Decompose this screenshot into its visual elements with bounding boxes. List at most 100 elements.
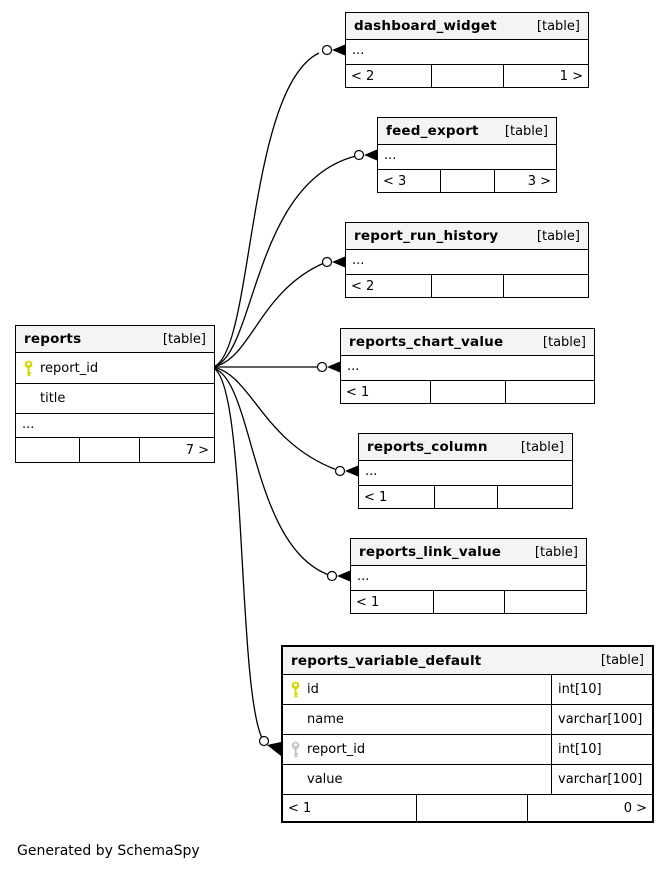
- table-header[interactable]: feed_export [table]: [378, 118, 556, 145]
- edge-reports-feed_export: [212, 155, 357, 368]
- table-header[interactable]: reports [table]: [16, 326, 214, 353]
- stat-children: < 1: [364, 489, 388, 505]
- generator-credit: Generated by SchemaSpy: [17, 843, 200, 859]
- table-stats-row: < 1 0 >: [283, 795, 652, 821]
- table-reports_link_value[interactable]: reports_link_value [table] ... < 1: [350, 538, 587, 614]
- table-badge: [table]: [536, 18, 580, 34]
- crowfoot-icon: [337, 570, 350, 582]
- stat-parents: 0 >: [526, 795, 652, 821]
- columns-ellipsis-row: ...: [346, 40, 588, 65]
- stat-children: < 1: [288, 800, 312, 816]
- stat-parents: [505, 381, 594, 403]
- table-stats-row: 7 >: [16, 438, 214, 462]
- column-name: id: [307, 682, 319, 697]
- odot-icon: [321, 256, 333, 268]
- columns-ellipsis-row: ...: [351, 566, 586, 591]
- table-reports[interactable]: reports [table] report_id title ...: [15, 325, 215, 463]
- stat-children: < 1: [346, 384, 370, 400]
- table-feed_export[interactable]: feed_export [table] ... < 3 3 >: [377, 117, 557, 193]
- edge-reports-reports_variable_default: [212, 367, 263, 739]
- table-header[interactable]: report_run_history [table]: [346, 223, 588, 250]
- foreign-key-icon: [291, 741, 299, 758]
- table-header[interactable]: reports_column [table]: [359, 434, 572, 461]
- column-name: value: [307, 772, 343, 787]
- stat-parents: [503, 591, 586, 613]
- table-stats-row: < 1: [359, 486, 572, 508]
- table-stats-row: < 1: [341, 381, 594, 403]
- edge-reports-reports_link_value: [212, 367, 330, 576]
- stat-mid: [429, 381, 506, 403]
- stat-parents: [503, 275, 588, 297]
- stat-mid: [430, 65, 504, 87]
- stat-mid: [433, 591, 504, 613]
- stat-children: [16, 438, 79, 462]
- odot-icon: [321, 44, 333, 56]
- table-reports_chart_value[interactable]: reports_chart_value [table] ... < 1: [340, 328, 595, 404]
- crowfoot-icon: [332, 256, 345, 268]
- table-header[interactable]: reports_link_value [table]: [351, 539, 586, 566]
- odot-icon: [326, 570, 338, 582]
- stat-parents: 1 >: [503, 65, 588, 87]
- columns-ellipsis-row: ...: [378, 145, 556, 170]
- crowfoot-icon: [327, 361, 340, 373]
- table-name[interactable]: reports_column: [367, 439, 488, 455]
- table-dashboard_widget[interactable]: dashboard_widget [table] ... < 2 1 >: [345, 12, 589, 88]
- crowfoot-icon: [364, 149, 377, 161]
- table-name[interactable]: dashboard_widget: [354, 18, 497, 34]
- odot-icon: [316, 361, 328, 373]
- edge-reports-reports_column: [212, 366, 338, 471]
- table-name[interactable]: reports: [24, 331, 82, 347]
- column-name: report_id: [40, 360, 99, 376]
- table-report_run_history[interactable]: report_run_history [table] ... < 2: [345, 222, 589, 298]
- column-row-report_id[interactable]: report_id int[10]: [283, 735, 652, 765]
- odot-icon: [258, 735, 270, 747]
- stat-children: < 1: [356, 594, 380, 610]
- table-badge: [table]: [600, 653, 644, 668]
- stat-children: < 2: [351, 278, 375, 294]
- crowfoot-icon: [267, 742, 281, 756]
- column-row-report_id[interactable]: report_id: [16, 353, 214, 384]
- column-name: title: [40, 391, 66, 406]
- stat-mid: [433, 486, 498, 508]
- edge-reports-report_run_history: [212, 262, 325, 368]
- column-type: int[10]: [551, 735, 652, 764]
- table-header[interactable]: reports_variable_default [table]: [283, 647, 652, 675]
- crowfoot-icon: [332, 44, 345, 56]
- table-reports_column[interactable]: reports_column [table] ... < 1: [358, 433, 573, 509]
- table-stats-row: < 3 3 >: [378, 170, 556, 192]
- column-name: name: [307, 712, 344, 727]
- column-row-value[interactable]: value varchar[100]: [283, 765, 652, 795]
- column-row-title[interactable]: title: [16, 384, 214, 414]
- column-type: varchar[100]: [551, 705, 652, 734]
- odot-icon: [334, 465, 346, 477]
- stat-mid: [430, 275, 504, 297]
- column-type: int[10]: [551, 675, 652, 704]
- columns-ellipsis-row: ...: [16, 414, 214, 438]
- stat-parents: 7 >: [138, 438, 214, 462]
- table-name[interactable]: reports_chart_value: [349, 334, 504, 350]
- primary-key-icon: [291, 681, 299, 698]
- table-name[interactable]: feed_export: [386, 123, 479, 139]
- table-header[interactable]: reports_chart_value [table]: [341, 329, 594, 356]
- table-name[interactable]: report_run_history: [354, 228, 499, 244]
- table-stats-row: < 2: [346, 275, 588, 297]
- stat-mid: [415, 795, 527, 821]
- table-reports_variable_default[interactable]: reports_variable_default [table] id int[…: [281, 645, 654, 823]
- stat-mid: [79, 438, 138, 462]
- table-header[interactable]: dashboard_widget [table]: [346, 13, 588, 40]
- crowfoot-icon: [345, 465, 358, 477]
- table-name[interactable]: reports_link_value: [359, 544, 502, 560]
- table-name[interactable]: reports_variable_default: [291, 652, 482, 669]
- table-stats-row: < 2 1 >: [346, 65, 588, 87]
- table-badge: [table]: [542, 334, 586, 350]
- odot-icon: [353, 149, 365, 161]
- stat-parents: 3 >: [493, 170, 556, 192]
- stat-mid: [440, 170, 493, 192]
- table-badge: [table]: [520, 439, 564, 455]
- column-row-id[interactable]: id int[10]: [283, 675, 652, 705]
- table-stats-row: < 1: [351, 591, 586, 613]
- stat-children: < 2: [351, 68, 375, 84]
- table-badge: [table]: [504, 123, 548, 139]
- column-row-name[interactable]: name varchar[100]: [283, 705, 652, 735]
